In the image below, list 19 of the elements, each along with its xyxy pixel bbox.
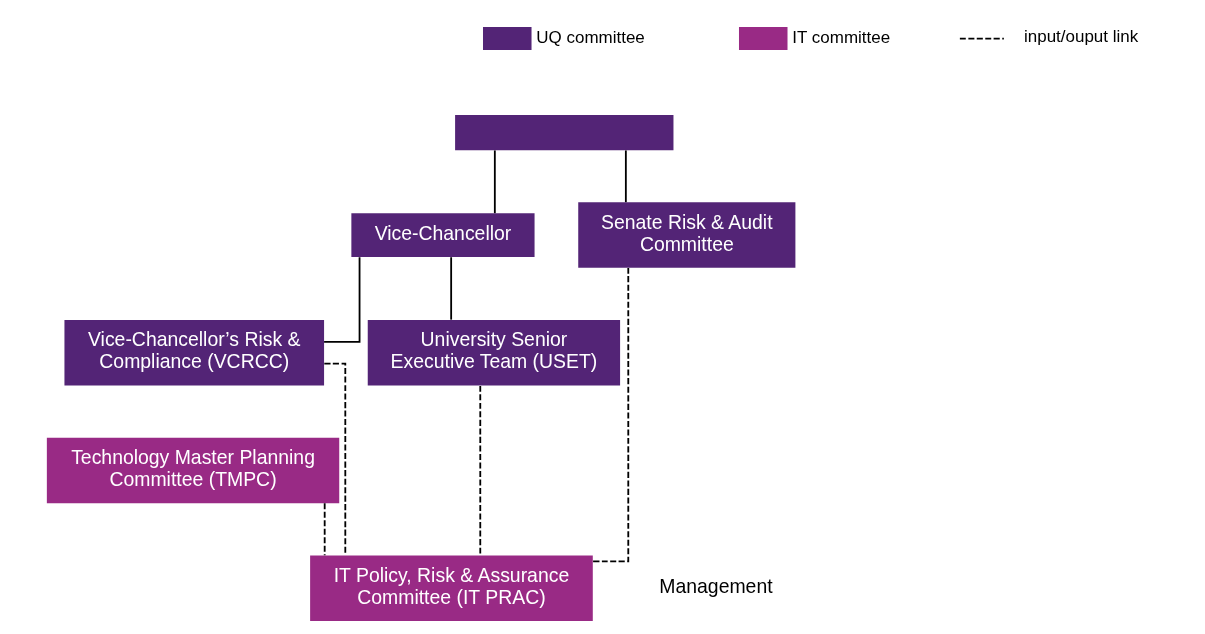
connector bbox=[624, 149, 627, 204]
connector bbox=[592, 266, 630, 563]
node-box: Senate Risk & Audit Committee bbox=[578, 202, 796, 268]
node-box: Technology Master Planning Committee (TMPC) bbox=[46, 437, 340, 504]
connector bbox=[450, 256, 453, 321]
connector bbox=[493, 149, 496, 215]
label: Management bbox=[659, 574, 773, 597]
legend-label: UQ committee bbox=[536, 28, 645, 48]
legend-label: IT committee bbox=[792, 28, 891, 48]
connector bbox=[479, 385, 482, 556]
node-box: University Senior Executive Team (USET) bbox=[367, 320, 621, 386]
connector bbox=[323, 362, 347, 556]
node-box bbox=[455, 115, 674, 151]
node-box: Vice-Chancellor bbox=[351, 213, 535, 257]
connector bbox=[323, 502, 326, 557]
node-box: Vice-Chancellor’s Risk & Compliance (VCRCC) bbox=[64, 320, 325, 386]
node-box: IT Policy, Risk & Assurance Committee (IT PRAC) bbox=[310, 555, 593, 621]
connector bbox=[323, 256, 361, 343]
legend-label: input/ouput link bbox=[1024, 27, 1139, 47]
